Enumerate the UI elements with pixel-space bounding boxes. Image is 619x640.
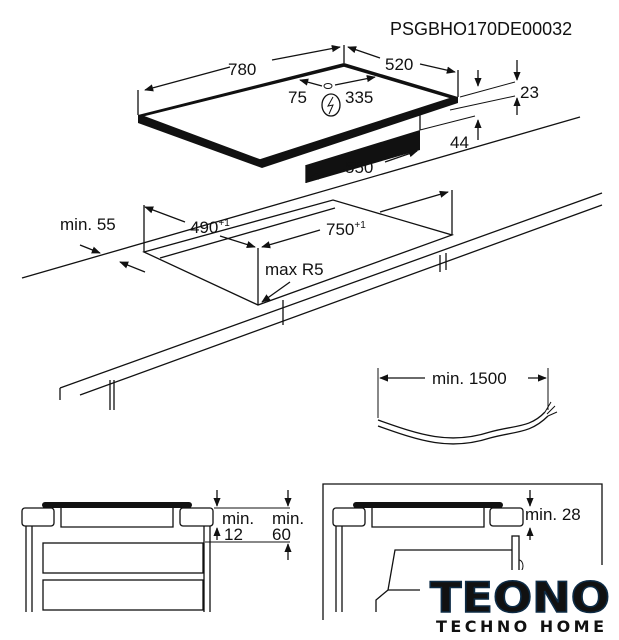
cable-length-label: min. 1500: [432, 369, 507, 388]
min-60-top-label: min.: [272, 509, 304, 528]
front-clearance-label: min. 55: [60, 215, 116, 234]
logo-tagline: TECHNO HOME: [436, 617, 604, 636]
logo-brand: TEONO: [430, 573, 610, 622]
hob-width-label: 780: [228, 60, 256, 79]
box-height-label: 44: [450, 133, 469, 152]
min-60-value-label: 60: [272, 525, 291, 544]
oven-clearance-label: min. 28: [525, 505, 581, 524]
cable-drawing: min. 1500: [377, 368, 558, 445]
drawer-section-drawing: min. 12 min. 60: [21, 490, 304, 612]
connection-offset-right-label: 335: [345, 88, 373, 107]
hob-drawing: 780 520 75 335 23 44 550: [137, 44, 539, 183]
oven-section-drawing: min. 28: [322, 483, 603, 620]
hob-depth-label: 520: [385, 55, 413, 74]
teono-logo: TEONO TECHNO HOME: [425, 570, 617, 640]
min-12-top-label: min.: [222, 509, 254, 528]
cutout-depth-label: 490+1: [190, 218, 230, 237]
cutout-width-label: 750+1: [326, 220, 366, 239]
worktop-drawing: min. 55 490+1 750+1 max R5: [21, 116, 603, 410]
connection-offset-left-label: 75: [288, 88, 307, 107]
hob-thickness-label: 23: [520, 83, 539, 102]
lightning-bolt-icon: [321, 93, 341, 117]
min-12-value-label: 12: [224, 525, 243, 544]
box-width-label: 550: [345, 158, 373, 177]
document-code: PSGBHO170DE00032: [390, 19, 572, 39]
corner-radius-label: max R5: [265, 260, 324, 279]
